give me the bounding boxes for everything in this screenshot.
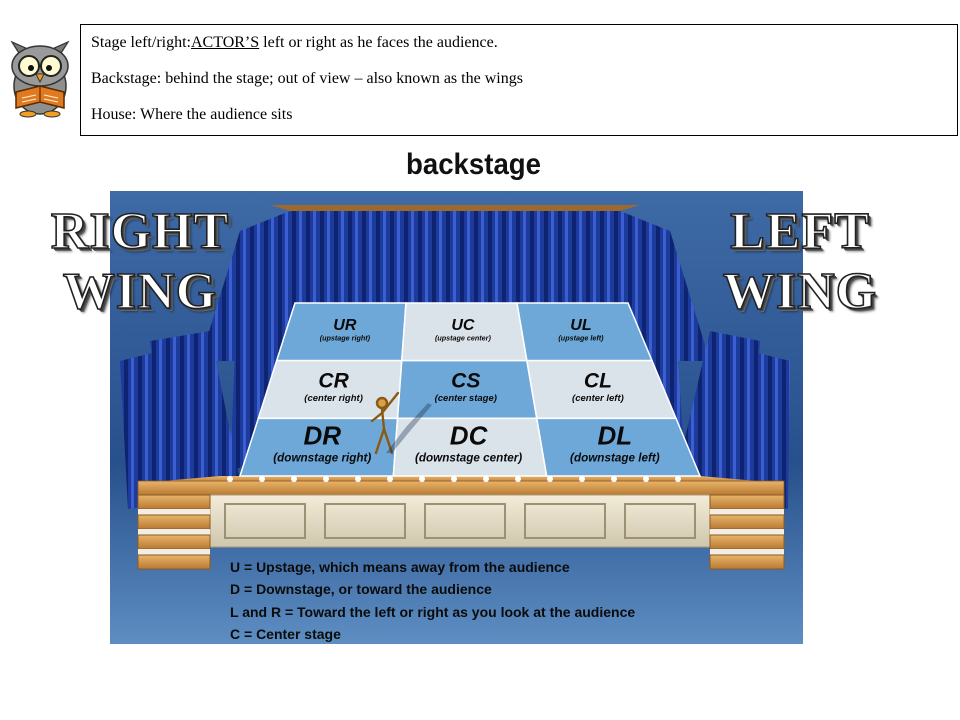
actors-emphasis: ACTOR’S (190, 34, 260, 51)
definition-house: House: Where the audience sits (91, 106, 293, 124)
stage-cell-code: CR (318, 369, 349, 392)
right-wing-label: RIGHT WING (50, 202, 230, 321)
stage-area-grid: UR(upstage right) UC(upstage center) UL(up… (238, 302, 702, 477)
definition-backstage: Backstage: behind the stage; out of view… (91, 70, 523, 88)
right-stairs (709, 494, 785, 570)
left-wing-label: LEFT WING (722, 202, 878, 321)
stage-cell-description: (downstage right) (273, 451, 371, 464)
stage-cell-dl (535, 417, 702, 477)
stage-cell-code: UL (570, 317, 591, 334)
stage-cell-code: DL (598, 421, 633, 451)
left-stairs (137, 494, 211, 570)
stage-cell-code: CL (584, 369, 612, 392)
legend-upstage: U = Upstage, which means away from the a… (230, 559, 570, 575)
stage-cell-description: (center left) (572, 393, 624, 404)
stage-cell-description: (upstage right) (320, 334, 371, 343)
backstage-label: backstage (406, 148, 542, 181)
stage-diagram: UR(upstage right) UC(upstage center) UL(up… (110, 191, 803, 644)
definitions-box: Stage left/right:ACTOR’S left or right a… (80, 24, 958, 136)
legend-left-right: L and R = Toward the left or right as yo… (230, 604, 635, 620)
actor-figure (370, 391, 400, 455)
stage-cell-code: DR (304, 421, 342, 451)
stage-cell-code: UR (333, 317, 357, 334)
stage-lip (137, 480, 785, 496)
stage-cell-code: UC (451, 317, 475, 334)
stage-cell-description: (center right) (304, 393, 363, 404)
stage-cell-code: CS (451, 369, 480, 392)
stage-cell-description: (upstage center) (435, 334, 492, 343)
stage-cell-description: (center stage) (435, 393, 497, 404)
stage-cell-description: (downstage center) (415, 451, 522, 464)
footlights (227, 476, 681, 482)
right-wing-curtain-front (120, 351, 180, 509)
definition-stage-left-right: Stage left/right:ACTOR’S left or right a… (91, 34, 498, 51)
stage-apron (209, 494, 711, 548)
legend-center: C = Center stage (230, 626, 341, 642)
stage-cell-description: (downstage left) (570, 451, 660, 464)
stage-cell-description: (upstage left) (558, 334, 604, 343)
owl-reading-logo (10, 40, 70, 118)
legend-downstage: D = Downstage, or toward the audience (230, 581, 492, 597)
stage-cell-code: DC (450, 421, 489, 451)
left-wing-curtain-mid (675, 331, 760, 491)
left-wing-curtain-front (735, 351, 790, 509)
